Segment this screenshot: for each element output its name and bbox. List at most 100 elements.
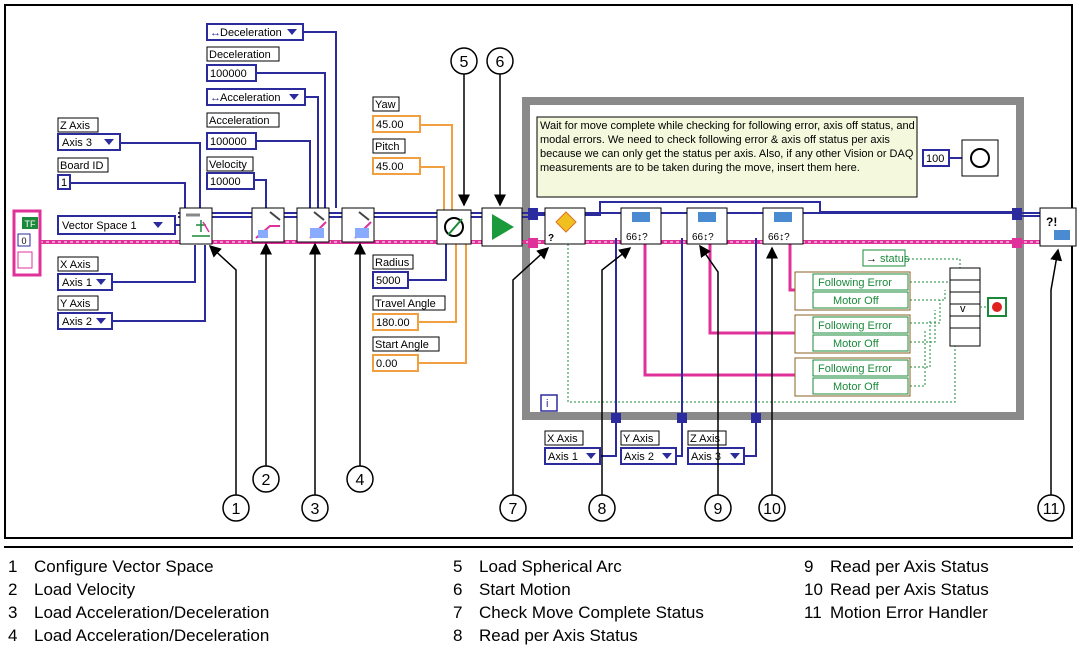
svg-text:Axis 3: Axis 3	[691, 451, 721, 463]
acceleration-value-control[interactable]: Acceleration 100000	[206, 112, 280, 150]
callout-7: 7	[499, 494, 527, 522]
loop-x-axis-control[interactable]: X Axis Axis 1	[544, 430, 601, 465]
svg-text:1: 1	[232, 501, 241, 518]
callout-4: 4	[346, 465, 374, 493]
svg-text:Vector Space 1: Vector Space 1	[62, 220, 137, 232]
svg-text:Start Angle: Start Angle	[375, 339, 429, 351]
svg-text:45.00: 45.00	[376, 119, 404, 131]
svg-text:Z Axis: Z Axis	[60, 120, 90, 132]
svg-text:↔: ↔	[210, 27, 221, 39]
configure-vector-space-block[interactable]	[179, 207, 213, 245]
read-axis-status-block-1[interactable]: 66↕?	[620, 207, 662, 245]
svg-text:10000: 10000	[210, 176, 241, 188]
motion-error-handler-block[interactable]: ?!	[1039, 207, 1077, 247]
loop-z-axis-control[interactable]: Z Axis Axis 3	[687, 430, 745, 465]
svg-text:Deceleration: Deceleration	[220, 27, 282, 39]
x-axis-control[interactable]: X Axis Axis 1	[57, 256, 113, 291]
svg-text:0.00: 0.00	[376, 358, 397, 370]
loop-comment: Wait for move complete while checking fo…	[536, 116, 918, 198]
status-wires	[567, 232, 961, 403]
iteration-terminal: i	[540, 394, 558, 412]
svg-text:↔: ↔	[210, 92, 221, 104]
callout-10: 10	[758, 494, 786, 522]
svg-text:?: ?	[548, 233, 554, 244]
callout-9: 9	[704, 494, 732, 522]
load-accel-block-1[interactable]	[296, 207, 330, 243]
vector-space-control[interactable]: Vector Space 1	[57, 215, 176, 235]
z-axis-control[interactable]: Z Axis Axis 3	[57, 117, 121, 151]
callout-3: 3	[301, 494, 329, 522]
svg-text:Following Error: Following Error	[818, 363, 892, 375]
svg-text:11: 11	[1043, 501, 1060, 518]
callout-5: 5	[450, 47, 478, 75]
svg-text:66↕?: 66↕?	[692, 232, 714, 243]
axis-status-unbundle-3: Following Error Motor Off	[794, 357, 911, 397]
svg-text:6: 6	[496, 54, 505, 71]
svg-text:8: 8	[598, 501, 607, 518]
travel-angle-control[interactable]: Travel Angle 180.00	[372, 295, 446, 331]
acceleration-mode-control[interactable]: ↔ Acceleration	[206, 88, 306, 106]
y-axis-control[interactable]: Y Axis Axis 2	[57, 295, 113, 330]
svg-text:TF: TF	[25, 219, 36, 229]
start-angle-control[interactable]: Start Angle 0.00	[372, 336, 440, 372]
check-move-complete-block[interactable]: ?	[544, 207, 586, 245]
svg-text:Radius: Radius	[375, 257, 410, 269]
svg-text:Acceleration: Acceleration	[209, 115, 270, 127]
callout-leaders	[208, 74, 1063, 496]
svg-text:66↕?: 66↕?	[626, 232, 648, 243]
svg-text:7: 7	[509, 501, 518, 518]
deceleration-mode-control[interactable]: ↔ Deceleration	[206, 23, 304, 41]
wait-timer: 100	[922, 139, 999, 177]
svg-text:Travel Angle: Travel Angle	[375, 298, 436, 310]
svg-text:i: i	[546, 398, 548, 410]
axis-status-unbundle-2: Following Error Motor Off	[794, 314, 911, 354]
svg-text:Y Axis: Y Axis	[623, 433, 654, 445]
read-axis-status-block-3[interactable]: 66↕?	[762, 207, 804, 245]
callout-circles: 1 2 3 4 5 6 7 8 9 10 11	[222, 47, 1065, 522]
load-spherical-arc-block[interactable]	[436, 209, 472, 245]
load-accel-block-2[interactable]	[341, 207, 375, 243]
board-id-control[interactable]: Board ID 1	[57, 157, 109, 190]
loop-tunnels	[528, 208, 1022, 423]
svg-text:?!: ?!	[1046, 215, 1057, 229]
callout-11: 11	[1037, 494, 1065, 522]
callout-8: 8	[588, 494, 616, 522]
stop-terminal	[987, 297, 1007, 317]
axis-input-wires	[600, 238, 757, 457]
svg-text:→: →	[866, 253, 877, 265]
svg-text:Yaw: Yaw	[375, 99, 396, 111]
svg-text:10: 10	[763, 501, 781, 518]
read-axis-status-block-2[interactable]: 66↕?	[686, 207, 728, 245]
start-motion-block[interactable]	[481, 207, 523, 247]
yaw-control[interactable]: Yaw 45.00	[372, 96, 421, 133]
svg-text:Deceleration: Deceleration	[209, 49, 271, 61]
svg-text:Board ID: Board ID	[60, 160, 103, 172]
svg-text:100000: 100000	[210, 136, 247, 148]
loop-y-axis-control[interactable]: Y Axis Axis 2	[620, 430, 677, 465]
radius-control[interactable]: Radius 5000	[372, 254, 414, 289]
svg-text:Acceleration: Acceleration	[220, 92, 281, 104]
while-loop	[522, 97, 1024, 420]
svg-text:1: 1	[61, 177, 67, 189]
svg-text:Motor Off: Motor Off	[833, 381, 880, 393]
svg-text:X Axis: X Axis	[547, 433, 578, 445]
svg-text:100000: 100000	[210, 68, 247, 80]
svg-text:45.00: 45.00	[376, 161, 404, 173]
pitch-control[interactable]: Pitch 45.00	[372, 138, 421, 175]
velocity-control[interactable]: Velocity 10000	[206, 156, 255, 190]
svg-text:Axis 2: Axis 2	[62, 316, 92, 328]
svg-text:X Axis: X Axis	[60, 259, 91, 271]
svg-text:Axis 1: Axis 1	[548, 451, 578, 463]
deceleration-value-control[interactable]: Deceleration 100000	[206, 46, 280, 82]
compound-or: v	[949, 267, 990, 347]
svg-text:5: 5	[460, 54, 469, 71]
load-velocity-block[interactable]	[251, 207, 285, 243]
